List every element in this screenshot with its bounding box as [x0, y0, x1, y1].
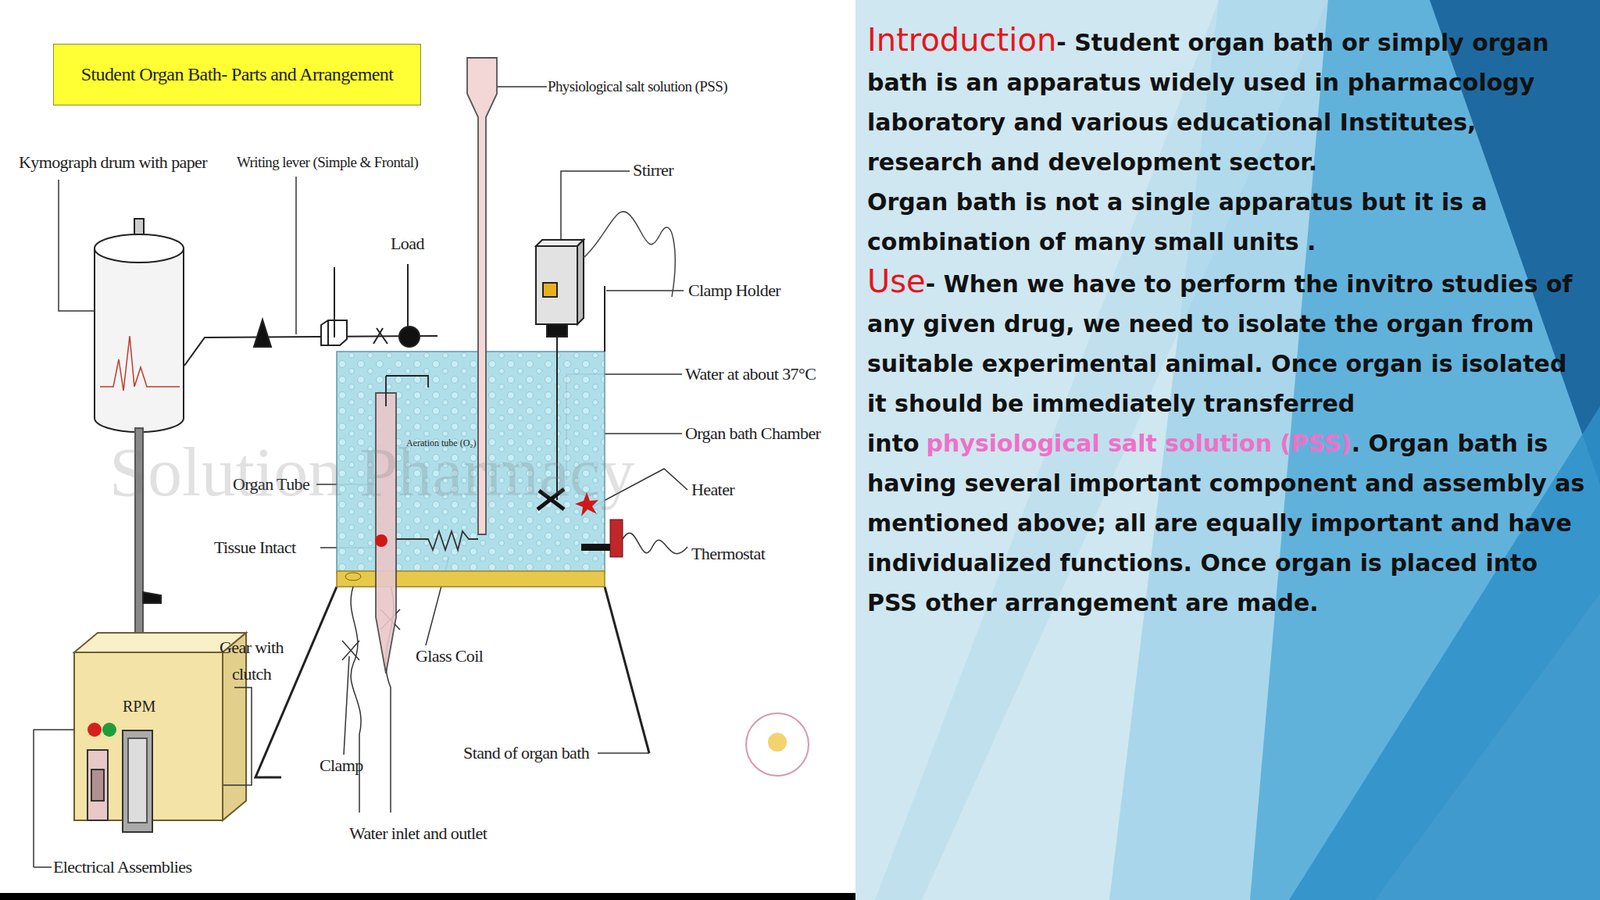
drawing-polyline — [604, 432, 683, 435]
drawing-polyline — [33, 866, 52, 868]
leader-lines — [33, 86, 688, 868]
drawing-ellipse — [345, 572, 361, 581]
body-text: . Organ bath is having several important… — [867, 429, 1585, 617]
part-label: Clamp — [319, 756, 364, 775]
drawing-polyline — [496, 85, 547, 88]
part-label: Water inlet and outlet — [349, 824, 487, 843]
drawing-polyline — [58, 179, 95, 311]
drawing-circle — [102, 722, 117, 737]
part-label: Physiological salt solution (PSS) — [547, 77, 728, 97]
title-text: Student Organ Bath- Parts and Arrangemen… — [81, 64, 394, 86]
paragraph: Use- When we have to perform the invitro… — [867, 261, 1586, 623]
drawing-rect — [128, 738, 147, 823]
body-text: physiological salt solution (PSS) — [926, 429, 1352, 458]
drawing-line — [407, 264, 409, 327]
drawing-polyline — [33, 728, 75, 731]
drawing-circle — [87, 722, 102, 737]
paragraph: Organ bath is not a single apparatus but… — [867, 182, 1586, 262]
drawing-polyline — [396, 531, 479, 550]
drawing-polygon — [253, 319, 272, 347]
drawing-line — [385, 375, 387, 407]
part-label: Writing lever (Simple & Frontal) — [236, 153, 418, 172]
drawing-ellipse — [94, 234, 184, 263]
part-label: Glass Coil — [415, 646, 483, 666]
part-label: Organ bath Chamber — [685, 424, 821, 443]
drawing-polyline — [597, 752, 650, 754]
drawing-path — [142, 592, 161, 604]
drawing-rect — [122, 730, 153, 833]
drawing-line — [342, 640, 360, 661]
electrical-panel: RPM — [74, 652, 223, 821]
kymograph-drum — [94, 218, 184, 633]
drawing-polyline — [560, 171, 630, 240]
drawing-line — [342, 640, 360, 661]
drawing-polyline — [606, 289, 684, 292]
drawing-path — [100, 335, 180, 391]
part-label: Stirrer — [632, 160, 674, 180]
body-text: - When we have to perform the invitro st… — [867, 270, 1573, 458]
organ-tube — [375, 375, 429, 674]
part-label: Stand of organ bath — [463, 743, 590, 763]
part-label: Water at about 37°C — [685, 364, 816, 384]
drawing-polyline — [223, 687, 252, 786]
drawing-polygon — [577, 239, 584, 325]
section-heading: Introduction — [867, 21, 1057, 58]
drawing-line — [603, 285, 606, 352]
drawing-circle — [767, 732, 787, 752]
drawing-polyline — [604, 586, 650, 754]
drawing-line — [373, 328, 383, 344]
drawing-rect — [535, 246, 578, 325]
section-heading: Use — [867, 263, 926, 300]
title-box: Student Organ Bath- Parts and Arrangemen… — [53, 43, 422, 106]
part-label: Tissue Intact — [214, 538, 296, 558]
drawing-circle — [375, 534, 388, 547]
drawing-polygon — [535, 239, 584, 247]
logo-seal — [746, 713, 809, 776]
part-label: Electrical Assemblies — [53, 857, 192, 877]
description-text: Introduction- Student organ bath or simp… — [867, 20, 1586, 623]
paragraph: Introduction- Student organ bath or simp… — [867, 20, 1586, 183]
drawing-circle — [399, 326, 420, 347]
drawing-line — [333, 267, 336, 338]
watermark: Solution Pharmacy — [109, 437, 635, 508]
panel-label: RPM — [122, 697, 156, 716]
drawing-path — [583, 211, 675, 297]
drawing-rect — [581, 543, 611, 551]
drawing-line — [327, 320, 329, 346]
drawing-polyline — [32, 729, 35, 868]
drawing-rect — [546, 324, 568, 337]
background-shapes — [855, 0, 1600, 900]
drawing-rect — [87, 750, 108, 821]
bath-stand — [255, 586, 650, 778]
part-label: Thermostat — [691, 544, 765, 564]
drawing-polyline — [343, 656, 350, 755]
drawing-path — [94, 248, 184, 433]
part-label: Load — [390, 234, 425, 254]
writing-lever — [184, 264, 438, 366]
part-label: Clamp Holder — [688, 281, 781, 300]
bottom-bar — [0, 892, 856, 900]
drawing-polygon — [222, 632, 247, 821]
drawing-circle — [746, 713, 809, 776]
drawing-path — [622, 532, 688, 554]
drawing-rect — [91, 769, 104, 801]
drawing-path — [375, 392, 397, 674]
electrical-box — [74, 632, 247, 833]
part-label: Gear with clutch — [212, 634, 291, 688]
drawing-polyline — [295, 176, 297, 335]
drawing-rect — [542, 282, 558, 297]
part-label: Kymograph drum with paper — [18, 153, 208, 172]
drawing-rect — [855, 0, 1600, 900]
body-text: Organ bath is not a single apparatus but… — [867, 188, 1488, 256]
drawing-path — [350, 586, 361, 813]
drawing-polyline — [385, 375, 429, 388]
part-label: Heater — [691, 480, 735, 500]
drawing-rect — [610, 519, 623, 558]
